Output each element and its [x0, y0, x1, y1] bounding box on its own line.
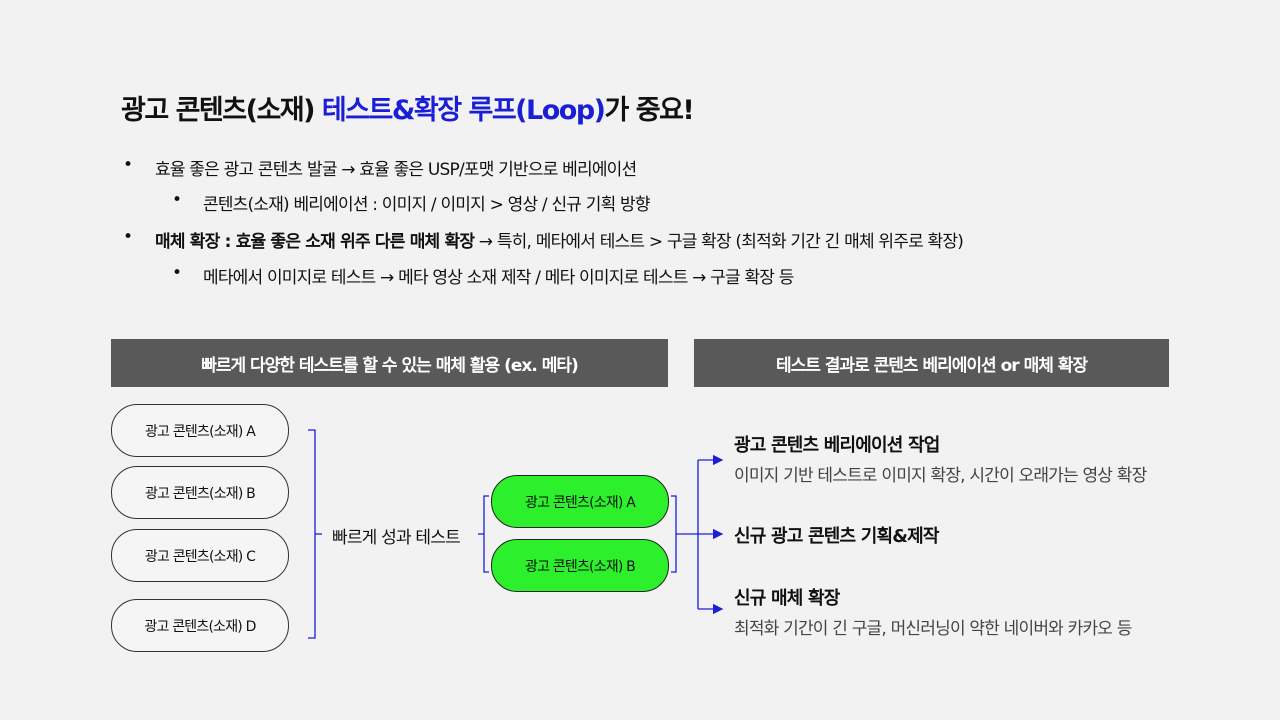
title-prefix: 광고 콘텐츠(소재) — [121, 95, 322, 126]
outcome-title: 신규 광고 콘텐츠 기획&제작 — [734, 526, 939, 547]
left-section-header: 빠르게 다양한 테스트를 할 수 있는 매체 활용 (ex. 메타) — [111, 339, 668, 387]
creatives-bracket — [308, 429, 316, 639]
bullet-text: → 특히, 메타에서 테스트 > 구글 확장 (최적화 기간 긴 매체 위주로 … — [474, 232, 964, 252]
bullet-dot: • — [123, 155, 133, 175]
winner-pill-a: 광고 콘텐츠(소재) A — [491, 475, 669, 528]
bullet-dot: • — [172, 190, 182, 210]
bullet-strong-text: 매체 확장 : 효율 좋은 소재 위주 다른 매체 확장 — [155, 232, 475, 252]
outcome-subtitle: 이미지 기반 테스트로 이미지 확장, 시간이 오래가는 영상 확장 — [734, 466, 1147, 486]
creative-pill-c: 광고 콘텐츠(소재) C — [111, 529, 289, 582]
outcome-new-media: 신규 매체 확장 최적화 기간이 긴 구글, 머신러닝이 약한 네이버와 카카오… — [734, 584, 1132, 639]
bullet-text: 효율 좋은 광고 콘텐츠 발굴 → 효율 좋은 USP/포맷 기반으로 베리에이… — [155, 160, 637, 180]
right-section-header: 테스트 결과로 콘텐츠 베리에이션 or 매체 확장 — [694, 339, 1169, 387]
bullet-text: 메타에서 이미지로 테스트 → 메타 영상 소재 제작 / 메타 이미지로 테스… — [203, 268, 794, 288]
creative-pill-d: 광고 콘텐츠(소재) D — [111, 599, 289, 652]
bullet-text: 콘텐츠(소재) 베리에이션 : 이미지 / 이미지 > 영상 / 신규 기획 방… — [203, 195, 651, 215]
bullet-2-sub: • 메타에서 이미지로 테스트 → 메타 영상 소재 제작 / 메타 이미지로 테… — [172, 263, 794, 288]
outcome-subtitle: 최적화 기간이 긴 구글, 머신러닝이 약한 네이버와 카카오 등 — [734, 619, 1132, 639]
bullet-1-sub: • 콘텐츠(소재) 베리에이션 : 이미지 / 이미지 > 영상 / 신규 기획 … — [172, 190, 651, 215]
winners-left-bracket — [483, 495, 489, 573]
bullet-dot: • — [123, 227, 133, 247]
creative-pill-a: 광고 콘텐츠(소재) A — [111, 404, 289, 457]
title-suffix: 가 중요! — [604, 95, 695, 126]
title-highlight: 테스트&확장 루프(Loop) — [321, 95, 606, 126]
winners-right-bracket — [671, 495, 677, 573]
fast-test-label: 빠르게 성과 테스트 — [332, 528, 461, 548]
page-title: 광고 콘텐츠(소재) 테스트&확장 루프(Loop)가 중요! — [121, 88, 695, 127]
outcome-new-content: 신규 광고 콘텐츠 기획&제작 — [734, 522, 939, 548]
outcome-variation: 광고 콘텐츠 베리에이션 작업 이미지 기반 테스트로 이미지 확장, 시간이 … — [734, 431, 1147, 486]
creative-pill-b: 광고 콘텐츠(소재) B — [111, 466, 289, 519]
outcome-title: 신규 매체 확장 — [734, 588, 840, 609]
bullet-2: • 매체 확장 : 효율 좋은 소재 위주 다른 매체 확장 → 특히, 메타에서… — [123, 227, 964, 252]
bullet-1: • 효율 좋은 광고 콘텐츠 발굴 → 효율 좋은 USP/포맷 기반으로 베리에… — [123, 155, 637, 180]
bullet-dot: • — [172, 263, 182, 283]
winner-pill-b: 광고 콘텐츠(소재) B — [491, 539, 669, 592]
outcome-title: 광고 콘텐츠 베리에이션 작업 — [734, 435, 940, 456]
